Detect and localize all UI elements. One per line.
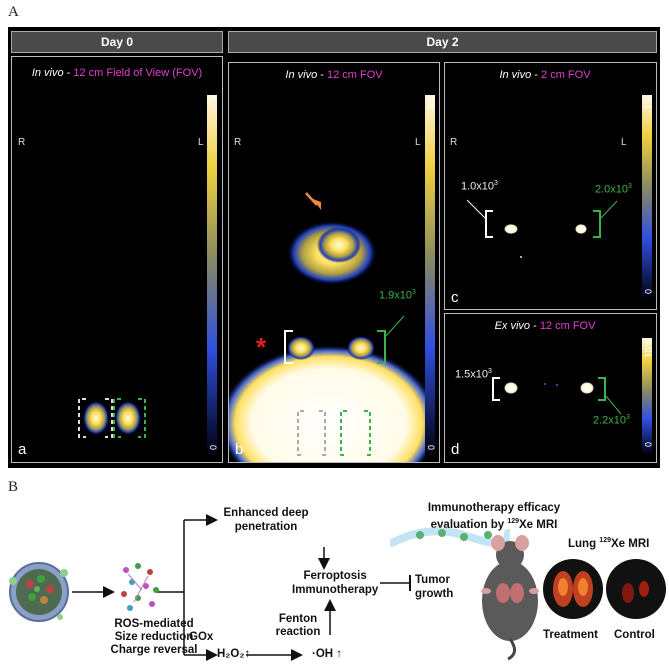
dispersed-fragments-icon: [121, 563, 159, 611]
panel-b-image: [229, 192, 425, 462]
panel-c-image: [466, 199, 618, 258]
panel-d-right-annotation: 2.2x103: [593, 414, 630, 427]
panel-b-star-marker: *: [256, 332, 267, 362]
panel-a-colorbar: [207, 95, 217, 455]
panel-d-left-annotation: 1.5x103: [455, 368, 492, 381]
panel-d-day2-exvivo: Ex vivo - 12 cm FOV 0.01 0 1.5x103 2.2x1…: [444, 313, 657, 463]
panel-d-colorbar: [642, 338, 652, 454]
panel-d-title: Ex vivo - 12 cm FOV: [494, 320, 596, 332]
mouse-illustration: [481, 535, 539, 661]
panel-d-image: [492, 377, 622, 415]
panel-b-colorbar-max: 0.1: [426, 97, 436, 110]
panel-a-colorbar-max: 4: [208, 95, 218, 101]
day2-header: Day 2: [228, 31, 657, 53]
panel-b-title: In vivo - 12 cm FOV: [285, 69, 383, 81]
panel-c-colorbar: [642, 95, 652, 299]
panel-c-left-marker: L: [621, 137, 627, 148]
panel-b-colorbar: [425, 95, 435, 455]
panel-c-day2-invivo-2cm: In vivo - 2 cm FOV R L 0.1 0 1.0x103 2.0…: [444, 62, 657, 310]
panel-a-letter: a: [18, 441, 27, 458]
evaluation-text: Immunotherapy efficacy evaluation by 129…: [427, 502, 561, 531]
panel-d-letter: d: [451, 441, 460, 458]
schematic-arrows: [72, 514, 411, 661]
panel-b-right-marker: R: [234, 137, 242, 148]
panel-d-colorbar-max: 0.01: [643, 340, 653, 358]
panel-c-right-annotation: 2.0x103: [595, 183, 632, 196]
panel-a-title: In vivo - 12 cm Field of View (FOV): [31, 67, 203, 79]
panel-c-title: In vivo - 2 cm FOV: [499, 69, 591, 81]
panel-b-annotation: 1.9x103: [379, 289, 416, 302]
hydroxyl-radical-label: ·OH ↑: [312, 648, 343, 660]
figure-label-b: B: [8, 479, 19, 495]
panel-c-colorbar-min: 0: [643, 289, 653, 295]
panel-c-colorbar-max: 0.1: [643, 97, 653, 110]
nanoparticle-icon: [9, 562, 69, 622]
day0-header: Day 0: [11, 31, 223, 53]
lung-mri-label: Lung 129Xe MRI: [568, 537, 650, 550]
control-label: Control: [614, 629, 655, 641]
lung-mri-images: [543, 559, 666, 619]
gox-label: GOx: [189, 631, 214, 643]
panel-b-left-marker: L: [415, 137, 421, 148]
h2o2-label: H₂O₂↑: [217, 648, 251, 660]
treatment-label: Treatment: [543, 629, 598, 641]
figure-label-a: A: [8, 4, 19, 20]
panel-b-colorbar-min: 0: [426, 445, 436, 451]
panel-c-left-annotation: 1.0x103: [461, 180, 498, 193]
panel-a-image: [78, 398, 146, 438]
panel-c-letter: c: [451, 289, 459, 306]
panel-b-letter: b: [235, 441, 244, 458]
panel-a-left-marker: L: [198, 137, 204, 148]
panel-a-colorbar-min: 0: [208, 445, 218, 451]
panel-a-right-marker: R: [18, 137, 26, 148]
panel-b-day2-invivo-12cm: In vivo - 12 cm FOV R L 0.1 0 * 1.9x103 …: [228, 62, 440, 463]
panel-d-colorbar-min: 0: [643, 442, 653, 448]
figure-a-mri-panels: Day 0 Day 2 In vivo - 12 cm Field of Vie…: [8, 27, 660, 468]
panel-c-right-marker: R: [450, 137, 458, 148]
panel-a-day0-invivo: In vivo - 12 cm Field of View (FOV) R L …: [11, 56, 223, 463]
